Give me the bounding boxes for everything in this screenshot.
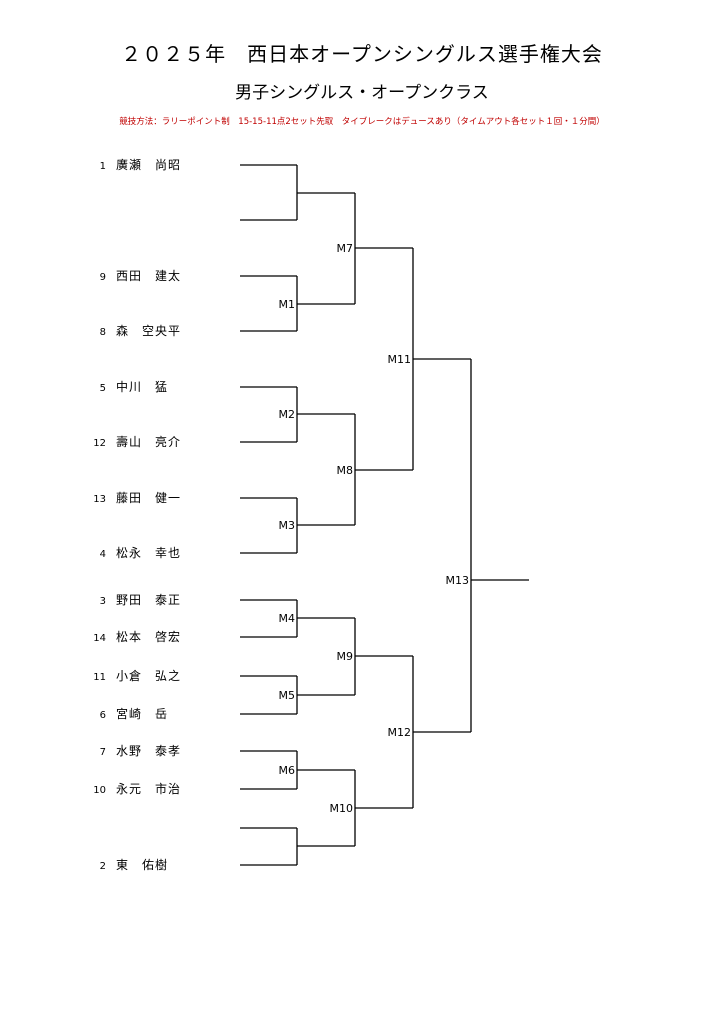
player-entry: 10 永元 市治 <box>88 781 181 797</box>
player-entry: 9 西田 建太 <box>88 268 181 284</box>
player-seed: 3 <box>99 596 106 607</box>
match-label: M11 <box>388 353 412 366</box>
player-name: 東 佑樹 <box>116 858 169 872</box>
rules-text: 競技方法：ラリーポイント制 15-15-11点2セット先取 タイブレークはデュー… <box>119 117 605 127</box>
match-label: M10 <box>330 802 354 815</box>
player-entry: 11 小倉 弘之 <box>88 668 181 684</box>
player-seed: 4 <box>99 549 106 560</box>
player-seed: 11 <box>93 672 106 683</box>
player-seed: 5 <box>99 383 106 394</box>
player-entry: 7 水野 泰孝 <box>88 743 181 759</box>
player-entry: 6 宮崎 岳 <box>88 706 168 722</box>
player-name: 壽山 亮介 <box>116 435 182 449</box>
player-name: 廣瀬 尚昭 <box>116 158 182 172</box>
player-entry: 13 藤田 健一 <box>88 490 181 506</box>
player-name: 永元 市治 <box>116 782 182 796</box>
player-seed: 9 <box>99 272 106 283</box>
player-seed: 1 <box>99 161 106 172</box>
player-seed: 10 <box>93 785 106 796</box>
player-seed: 2 <box>99 861 106 872</box>
page-subtitle: 男子シングルス・オープンクラス <box>235 83 489 103</box>
player-name: 宮崎 岳 <box>116 707 169 721</box>
player-name: 藤田 健一 <box>116 491 182 505</box>
player-name: 野田 泰正 <box>116 593 182 607</box>
match-label: M9 <box>337 650 354 663</box>
player-seed: 6 <box>99 710 106 721</box>
player-entry: 2 東 佑樹 <box>88 857 168 873</box>
player-seed: 7 <box>99 747 106 758</box>
player-seed: 8 <box>99 327 106 338</box>
match-label: M13 <box>446 574 470 587</box>
player-seed: 12 <box>93 438 106 449</box>
player-entry: 14 松本 啓宏 <box>88 629 181 645</box>
player-seed: 13 <box>93 494 106 505</box>
player-name: 西田 建太 <box>116 269 182 283</box>
player-name: 森 空央平 <box>116 324 182 338</box>
player-name: 小倉 弘之 <box>116 669 182 683</box>
match-label: M5 <box>279 689 296 702</box>
player-entry: 12 壽山 亮介 <box>88 434 181 450</box>
player-name: 中川 猛 <box>116 380 169 394</box>
match-label: M2 <box>279 408 296 421</box>
player-name: 水野 泰孝 <box>116 744 182 758</box>
match-label: M4 <box>279 612 296 625</box>
match-label: M1 <box>279 298 296 311</box>
player-entry: 1 廣瀬 尚昭 <box>88 157 181 173</box>
player-entry: 5 中川 猛 <box>88 379 168 395</box>
match-label: M3 <box>279 519 296 532</box>
page-title: ２０２５年 西日本オープンシングルス選手権大会 <box>121 42 603 66</box>
match-label: M6 <box>279 764 296 777</box>
match-label: M12 <box>388 726 412 739</box>
player-name: 松本 啓宏 <box>116 630 182 644</box>
player-entry: 3 野田 泰正 <box>88 592 181 608</box>
match-label: M7 <box>337 242 354 255</box>
player-entry: 8 森 空央平 <box>88 323 181 339</box>
player-seed: 14 <box>93 633 106 644</box>
player-entry: 4 松永 幸也 <box>88 545 181 561</box>
match-label: M8 <box>337 464 354 477</box>
player-name: 松永 幸也 <box>116 546 182 560</box>
